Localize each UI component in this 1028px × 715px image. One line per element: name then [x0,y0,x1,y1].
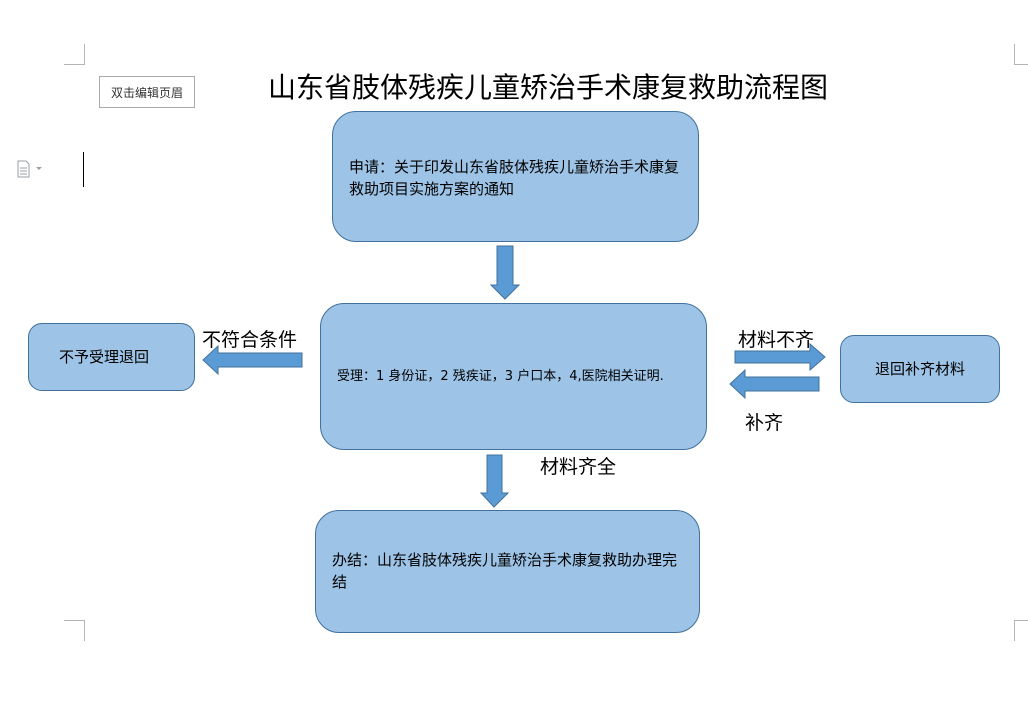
node-reject: 不予受理退回 [28,323,195,391]
page-corner-bottom-right [1014,620,1028,641]
edge-label-not-meet: 不符合条件 [202,329,298,351]
node-done: 办结：山东省肢体残疾儿童矫治手术康复救助办理完结 [315,510,700,633]
document-icon[interactable] [16,160,44,178]
text-cursor [83,152,84,187]
arrow-accept-to-return [734,342,826,372]
node-done-text: 办结：山东省肢体残疾儿童矫治手术康复救助办理完结 [332,551,678,591]
arrow-accept-to-reject [202,344,303,376]
edit-header-button[interactable]: 双击编辑页眉 [99,76,195,108]
page-corner-top-left [64,44,85,65]
node-accept-text: 受理：1 身份证，2 残疾证，3 户口本，4,医院相关证明. [337,368,664,384]
node-apply: 申请：关于印发山东省肢体残疾儿童矫治手术康复救助项目实施方案的通知 [332,111,699,242]
node-apply-text: 申请：关于印发山东省肢体残疾儿童矫治手术康复救助项目实施方案的通知 [349,158,680,198]
arrow-apply-to-accept [489,245,521,300]
arrow-accept-to-done [479,454,510,508]
edge-label-complete: 材料齐全 [540,456,617,478]
arrow-return-to-accept [729,368,820,400]
page-title: 山东省肢体残疾儿童矫治手术康复救助流程图 [267,71,828,104]
node-accept: 受理：1 身份证，2 残疾证，3 户口本，4,医院相关证明. [320,303,707,450]
node-reject-text: 不予受理退回 [59,348,150,366]
page-corner-bottom-left [64,620,85,641]
edge-label-supplement: 补齐 [745,412,784,434]
node-return: 退回补齐材料 [840,335,1000,403]
node-return-text: 退回补齐材料 [874,360,965,378]
edge-label-incomplete: 材料不齐 [738,329,815,351]
chevron-down-icon [36,167,42,170]
page-corner-top-right [1014,44,1028,65]
